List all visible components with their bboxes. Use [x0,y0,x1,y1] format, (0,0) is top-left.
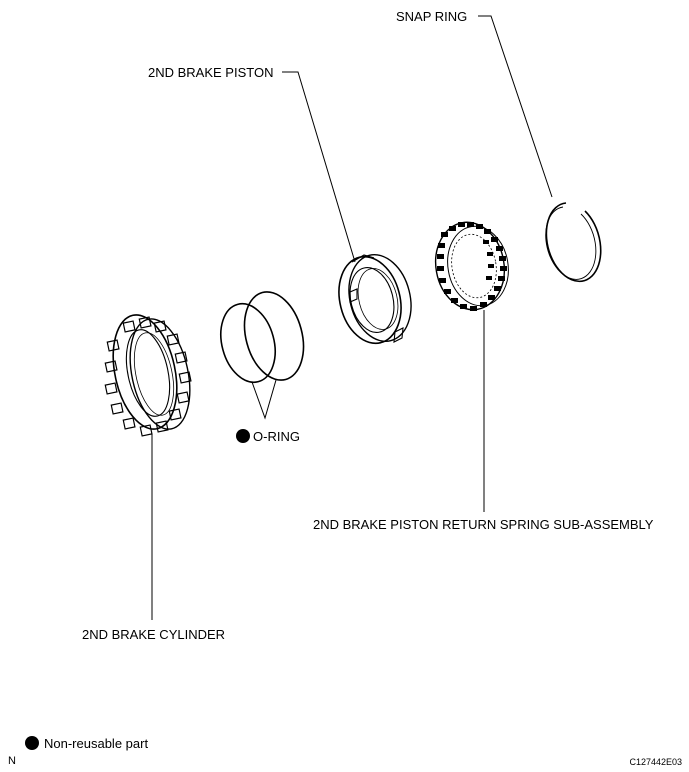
legend-marker-icon [25,736,39,750]
figure-code: C127442E03 [629,757,682,767]
cylinder-label: 2ND BRAKE CYLINDER [82,627,225,642]
return-spring-label: 2ND BRAKE PISTON RETURN SPRING SUB-ASSEM… [313,517,654,532]
piston-label: 2ND BRAKE PISTON [148,65,273,80]
legend-text: Non-reusable part [44,736,148,751]
corner-letter: N [8,755,16,767]
o-rings-part [220,291,305,384]
return-spring-part [434,221,509,311]
snap-ring-part [545,202,602,283]
piston-leader-line [282,71,356,263]
o-ring-leader-line [251,379,277,420]
o-ring-label: O-RING [253,429,300,444]
snap-ring-label: SNAP RING [396,9,467,24]
brake-piston-part [338,253,412,345]
snap-ring-leader-line [478,15,553,198]
non-reusable-marker-icon [236,429,250,443]
brake-cylinder-part [104,314,192,437]
